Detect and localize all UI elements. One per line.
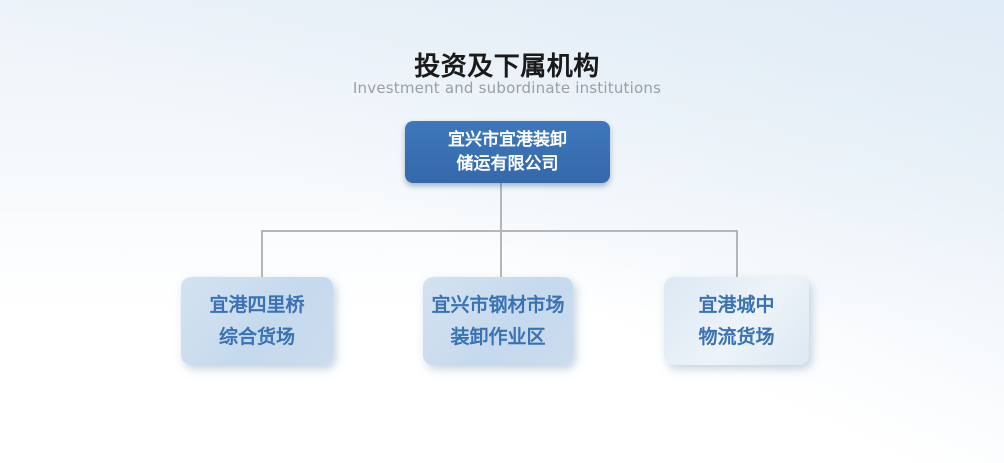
connector-drop-middle bbox=[500, 231, 502, 277]
connector-drop-right bbox=[736, 231, 738, 277]
org-node-child-3-line1: 宜港城中 bbox=[698, 294, 775, 316]
org-node-root-line1: 宜兴市宜港装卸 bbox=[448, 130, 567, 150]
connector-root-vertical bbox=[500, 182, 502, 231]
org-node-child-3: 宜港城中 物流货场 bbox=[664, 277, 809, 365]
org-node-child-2-line2: 装卸作业区 bbox=[450, 326, 546, 348]
org-node-root: 宜兴市宜港装卸 储运有限公司 bbox=[405, 121, 610, 183]
org-node-child-2-line1: 宜兴市钢材市场 bbox=[431, 294, 565, 316]
org-node-child-1: 宜港四里桥 综合货场 bbox=[181, 277, 333, 365]
org-node-child-2: 宜兴市钢材市场 装卸作业区 bbox=[423, 277, 573, 365]
connector-horizontal bbox=[261, 230, 738, 232]
org-node-child-1-line1: 宜港四里桥 bbox=[209, 294, 305, 316]
org-node-child-1-line2: 综合货场 bbox=[218, 326, 295, 348]
org-node-root-line2: 储运有限公司 bbox=[456, 154, 559, 174]
page-title: 投资及下属机构 bbox=[414, 52, 600, 82]
org-node-child-3-line2: 物流货场 bbox=[698, 326, 775, 348]
connector-drop-left bbox=[261, 231, 263, 277]
page-subtitle: Investment and subordinate institutions bbox=[352, 79, 662, 97]
